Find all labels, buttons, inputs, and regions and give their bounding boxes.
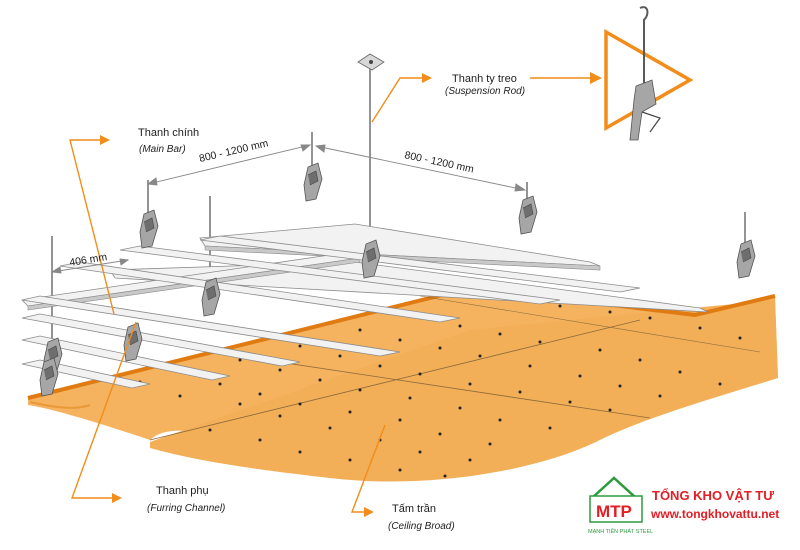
screw-dot	[458, 406, 462, 410]
screw-dot	[618, 384, 622, 388]
brand-logo-sub: MẠNH TIẾN PHÁT STEEL	[588, 528, 653, 535]
screw-dot	[278, 414, 282, 418]
screw-dot	[378, 364, 382, 368]
screw-dot	[558, 304, 562, 308]
hanger-clip	[139, 209, 159, 249]
hanger-clip	[201, 277, 221, 317]
hanger-clip	[361, 239, 381, 279]
dimension-lines	[50, 144, 527, 274]
screw-dot	[528, 364, 532, 368]
screw-dot	[258, 392, 262, 396]
screw-dot	[443, 474, 447, 478]
screw-dot	[398, 468, 402, 472]
screw-dot	[498, 418, 502, 422]
screw-dot	[538, 340, 542, 344]
screw-dot	[698, 326, 702, 330]
dimension-furring: 406 mm	[69, 251, 109, 269]
furring-channels	[21, 235, 641, 389]
screw-dot	[648, 316, 652, 320]
screw-dot	[578, 374, 582, 378]
screw-dot	[438, 346, 442, 350]
screw-dot	[418, 372, 422, 376]
hanger-clip	[303, 162, 323, 202]
board-screws	[138, 293, 742, 478]
hanger-clips	[39, 162, 756, 397]
screw-dot	[208, 428, 212, 432]
brand-logo-text: MTP	[596, 502, 632, 521]
ceiling-label-en: (Ceiling Broad)	[388, 521, 455, 532]
screw-dot	[328, 426, 332, 430]
screw-dot	[298, 402, 302, 406]
screw-dot	[278, 368, 282, 372]
screw-dot	[178, 394, 182, 398]
screw-dot	[598, 348, 602, 352]
screw-dot	[608, 408, 612, 412]
hanger-clip	[518, 195, 538, 235]
screw-dot	[358, 328, 362, 332]
brand-url: www.tongkhovattu.net	[650, 507, 779, 521]
furring-label: Thanh phụ	[156, 485, 209, 497]
board-seam	[149, 319, 641, 441]
hanger-detail-triangle	[604, 6, 694, 141]
screw-dot	[608, 310, 612, 314]
board-seam	[419, 295, 761, 353]
brand-logo: MTP MẠNH TIẾN PHÁT STEEL	[588, 476, 653, 535]
screw-dot	[258, 438, 262, 442]
ceiling-board-front	[150, 300, 778, 482]
screw-dot	[298, 450, 302, 454]
screw-dot	[348, 458, 352, 462]
screw-dot	[218, 382, 222, 386]
hanger-clip	[123, 322, 143, 362]
ceiling-label: Tấm trần	[392, 503, 436, 515]
main-bar-label-en: (Main Bar)	[139, 144, 186, 155]
screw-dot	[438, 432, 442, 436]
screw-dot	[358, 388, 362, 392]
screw-dot	[338, 354, 342, 358]
furring-label-en: (Furring Channel)	[147, 503, 225, 514]
screw-dot	[568, 400, 572, 404]
rod-top-bracket	[357, 53, 385, 71]
screw-dot	[398, 338, 402, 342]
screw-dot	[498, 332, 502, 336]
screw-dot	[738, 336, 742, 340]
screw-dot	[318, 378, 322, 382]
screw-dot	[488, 442, 492, 446]
hanger-clip	[736, 239, 756, 279]
screw-dot	[468, 382, 472, 386]
suspension-rod-label-en: (Suspension Rod)	[445, 86, 525, 97]
suspension-rod-label: Thanh ty treo	[452, 73, 517, 85]
screw-dot	[548, 426, 552, 430]
screw-dot	[458, 324, 462, 328]
leader-lines	[69, 72, 602, 517]
screw-dot	[418, 450, 422, 454]
brand-name: TỔNG KHO VẬT TƯ	[652, 488, 774, 503]
screw-dot	[518, 390, 522, 394]
main-bar-label: Thanh chính	[138, 127, 199, 139]
screw-dot	[678, 370, 682, 374]
screw-dot	[658, 394, 662, 398]
screw-dot	[718, 382, 722, 386]
screw-dot	[638, 358, 642, 362]
screw-dot	[348, 410, 352, 414]
screw-dot	[408, 396, 412, 400]
screw-dot	[478, 354, 482, 358]
screw-dot	[238, 402, 242, 406]
screw-dot	[298, 344, 302, 348]
screw-dot	[238, 358, 242, 362]
screw-dot	[398, 418, 402, 422]
screw-dot	[468, 458, 472, 462]
dimension-main-left: 800 - 1200 mm	[198, 137, 270, 165]
hanger-clip	[39, 357, 59, 397]
